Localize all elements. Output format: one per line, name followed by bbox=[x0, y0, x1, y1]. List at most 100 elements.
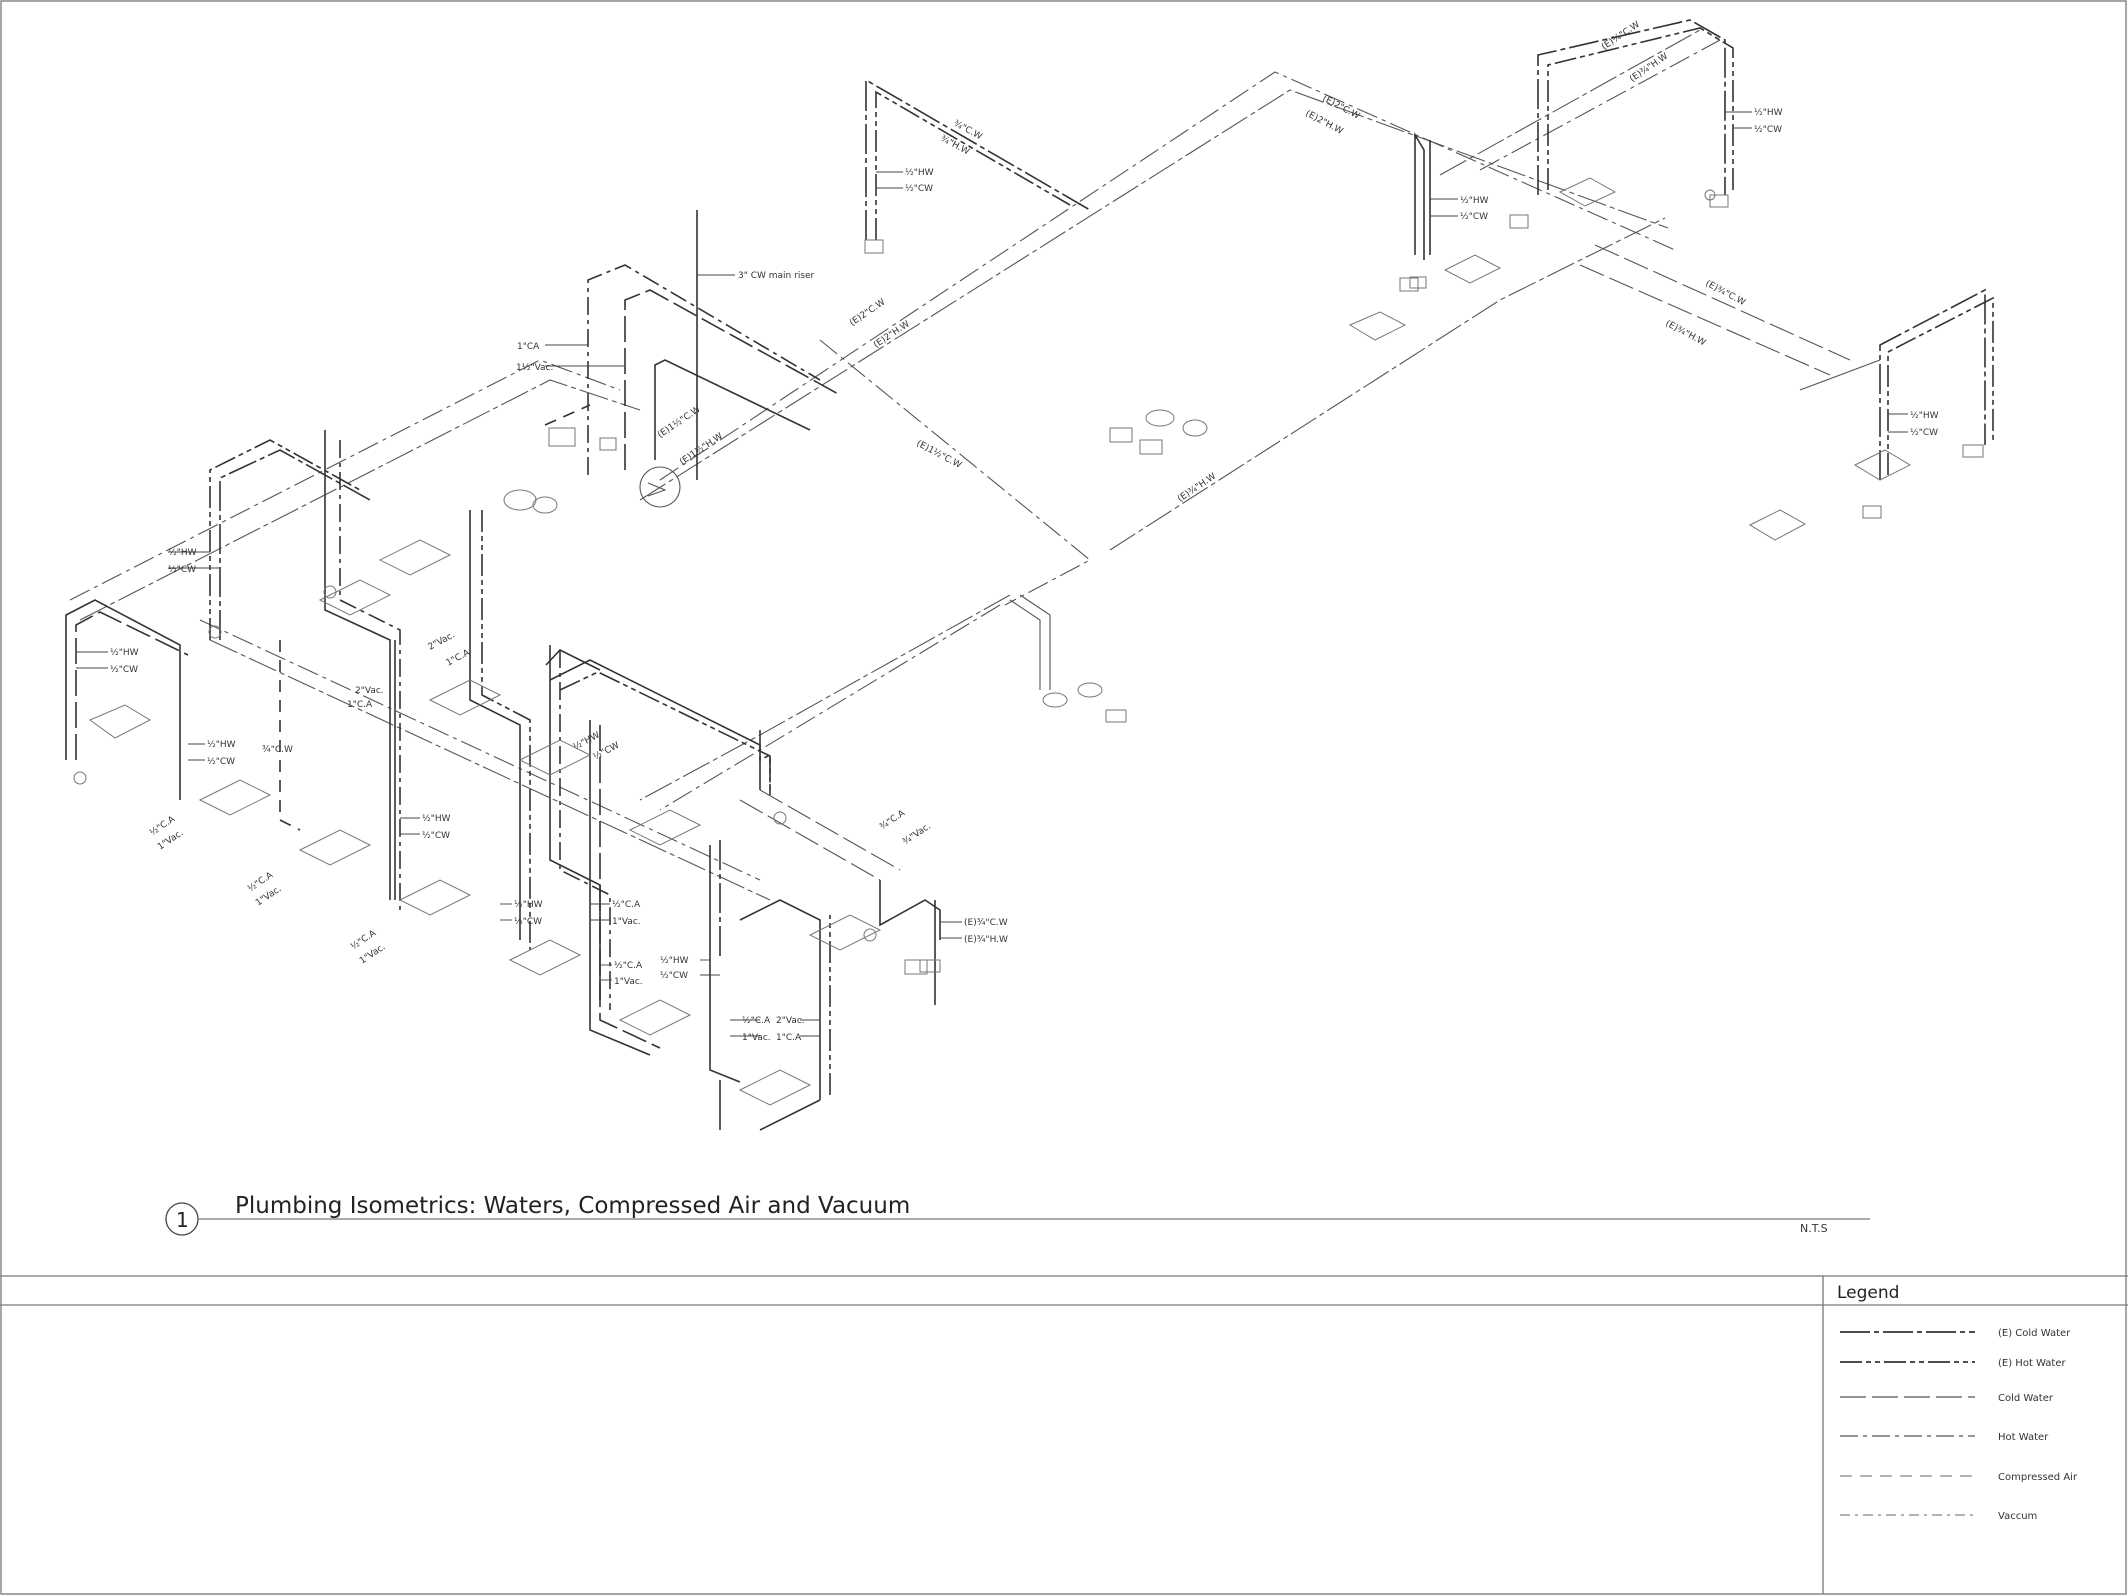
pipe-label: (E)¾"H.W bbox=[964, 935, 1008, 945]
pipe-run bbox=[639, 89, 1669, 501]
pipe-run bbox=[279, 640, 301, 831]
pipe-label: ½"CW bbox=[592, 741, 622, 763]
legend-label: Cold Water bbox=[1998, 1393, 2054, 1404]
pipe-label: ½"HW bbox=[207, 740, 236, 750]
drawing-scale: N.T.S bbox=[1800, 1222, 1828, 1235]
pipe-label: ½"HW bbox=[660, 956, 689, 966]
pipe-run bbox=[587, 264, 821, 475]
legend-heading: Legend bbox=[1837, 1283, 1899, 1303]
pipe-label: ½"CW bbox=[660, 971, 688, 981]
pipe-label: (E)¾"H.W bbox=[1628, 52, 1670, 85]
drawing-title-text: Plumbing Isometrics: Waters, Compressed … bbox=[235, 1193, 910, 1219]
legend-label: (E) Cold Water bbox=[1998, 1328, 2071, 1339]
pipe-run bbox=[324, 430, 391, 900]
pipe-run bbox=[739, 799, 881, 881]
pipe-run bbox=[1537, 19, 1726, 195]
legend-item: (E) Hot Water bbox=[1840, 1358, 2066, 1369]
pipe-run bbox=[1439, 29, 1701, 176]
pipe-label: ½"CW bbox=[168, 565, 196, 575]
pipe-label: (E)1½"C.W bbox=[915, 439, 963, 471]
pipe-label: ¾"Vac. bbox=[901, 821, 933, 847]
legend-item: Compressed Air bbox=[1840, 1472, 2078, 1483]
pipe-run bbox=[1887, 296, 1994, 475]
pipe-label: ½"HW bbox=[422, 814, 451, 824]
legend-item: Hot Water bbox=[1840, 1432, 2049, 1443]
pipe-run bbox=[559, 671, 771, 795]
legend-item: Vaccum bbox=[1840, 1511, 2037, 1522]
pipe-labels: 3" CW main riser 1"CA 1½"Vac. (E)2"C.W (… bbox=[76, 20, 1939, 1043]
pipe-run bbox=[545, 649, 601, 671]
legend-item: (E) Cold Water bbox=[1840, 1328, 2071, 1339]
pipe-run bbox=[589, 720, 651, 1056]
pipe-run bbox=[624, 289, 841, 470]
pipe-run bbox=[549, 645, 601, 1000]
pipe-label: ¾"C.A bbox=[878, 808, 908, 833]
pipe-label: 1"C.A bbox=[347, 700, 373, 710]
pipe-label: 1½"Vac. bbox=[516, 363, 553, 373]
pipe-label: 1"Vac. bbox=[614, 977, 643, 987]
pipe-label: 3" CW main riser bbox=[738, 271, 815, 281]
pipe-run bbox=[75, 611, 189, 760]
pipe-label: 1"C.A bbox=[445, 648, 473, 669]
legend-label: (E) Hot Water bbox=[1998, 1358, 2066, 1369]
legend: Legend (E) Cold Water (E) Hot Water Cold… bbox=[1837, 1283, 2078, 1522]
pipe-label: 2"Vac. bbox=[776, 1016, 805, 1026]
pipe-run bbox=[1019, 594, 1051, 690]
pipe-label: (E)2"C.W bbox=[848, 297, 887, 328]
pipe-run bbox=[659, 71, 1676, 481]
pipe-run bbox=[759, 789, 901, 871]
pipe-run bbox=[1799, 359, 1881, 391]
riser-marker bbox=[639, 466, 681, 508]
pipe-run bbox=[1579, 264, 1831, 376]
pipe-label: ½"HW bbox=[1910, 411, 1939, 421]
pipe-label: ½"CW bbox=[110, 665, 138, 675]
pipe-label: ¾"C.W bbox=[262, 745, 293, 755]
pipe-run bbox=[544, 404, 591, 426]
pipe-run bbox=[209, 439, 361, 640]
pipe-run bbox=[1414, 132, 1425, 260]
pipe-label: 1"CA bbox=[517, 342, 540, 352]
drawing-title: 1 Plumbing Isometrics: Waters, Compresse… bbox=[165, 1193, 1870, 1236]
pipe-label: ½"CW bbox=[422, 831, 450, 841]
pipe-label: ½"HW bbox=[1460, 196, 1489, 206]
pipe-run bbox=[759, 1099, 821, 1131]
pipe-run bbox=[469, 510, 521, 940]
pipe-label: ½"HW bbox=[110, 648, 139, 658]
legend-label: Compressed Air bbox=[1998, 1472, 2078, 1483]
pipe-run bbox=[481, 510, 531, 950]
fixtures bbox=[73, 177, 1984, 1106]
pipe-label: (E)¾"H.W bbox=[1664, 319, 1708, 349]
legend-label: Hot Water bbox=[1998, 1432, 2049, 1443]
pipe-label: (E)1½"C.W bbox=[656, 405, 703, 441]
pipe-run bbox=[1547, 27, 1734, 190]
pipe-run bbox=[639, 594, 1011, 801]
pipe-label: 1"Vac. bbox=[742, 1033, 771, 1043]
pipe-label: ½"CW bbox=[1460, 212, 1488, 222]
pipe-label: ½"HW bbox=[514, 900, 543, 910]
pipe-run bbox=[1009, 599, 1041, 690]
pipe-label: (E)2"H.W bbox=[1304, 109, 1345, 137]
pipe-label: (E)¾"C.W bbox=[964, 918, 1008, 928]
pipe-run bbox=[759, 730, 771, 790]
pipe-label: (E)¾"C.W bbox=[1600, 20, 1642, 53]
pipe-run bbox=[709, 1000, 741, 1083]
pipe-label: ½"CW bbox=[1754, 125, 1782, 135]
pipe-run bbox=[549, 659, 761, 790]
pipe-run bbox=[65, 599, 181, 800]
pipe-run bbox=[1109, 217, 1666, 551]
pipe-label: ½"C.A bbox=[614, 961, 643, 971]
pipe-run bbox=[1594, 244, 1851, 361]
pipe-run bbox=[559, 650, 611, 1010]
pipe-label: ½"HW bbox=[1754, 108, 1783, 118]
pipe-run bbox=[739, 899, 821, 1100]
pipe-label: 1"Vac. bbox=[612, 917, 641, 927]
drawing-number: 1 bbox=[176, 1208, 189, 1232]
pipe-label: ½"CW bbox=[905, 184, 933, 194]
pipe-label: ½"HW bbox=[905, 168, 934, 178]
pipe-label: ½"CW bbox=[207, 757, 235, 767]
pipe-label: ½"C.A bbox=[742, 1016, 771, 1026]
pipe-run bbox=[875, 90, 1071, 240]
pipe-run bbox=[79, 379, 641, 621]
pipe-label: ½"HW bbox=[572, 730, 602, 752]
